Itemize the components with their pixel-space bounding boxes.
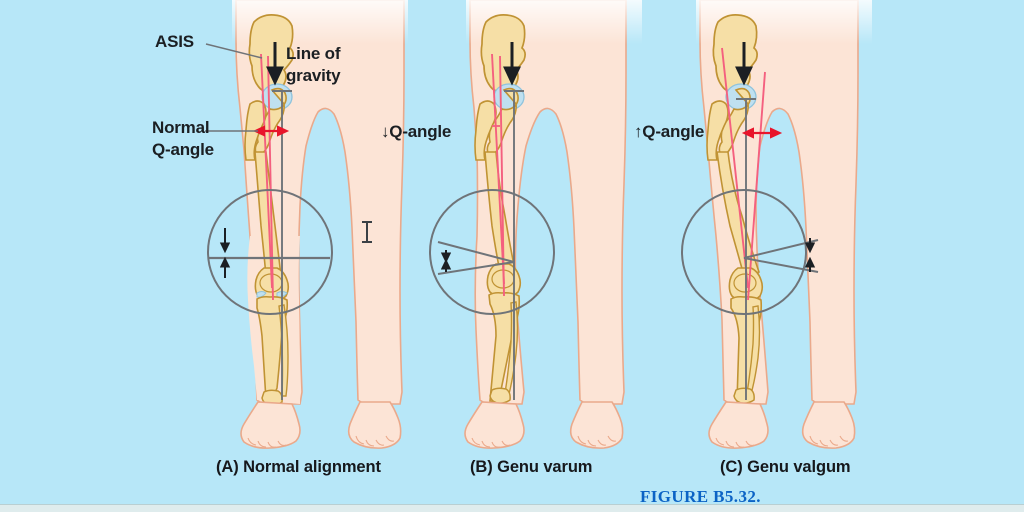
panel-a-normal-alignment	[205, 0, 408, 449]
knee-detail-circle-a	[207, 189, 333, 315]
right-toes-b	[577, 435, 617, 447]
normal-q-angle-label-line2: Q-angle	[152, 140, 214, 159]
figure-number-caption: FIGURE B5.32.	[640, 487, 761, 506]
asis-leader-line	[205, 43, 263, 59]
right-foot-c	[801, 401, 856, 449]
bottom-border-strip	[0, 504, 1024, 512]
right-toes-a	[355, 435, 395, 447]
decreased-q-angle-label: ↓Q-angle	[381, 122, 452, 141]
normal-q-angle-label-line1: Normal	[152, 118, 210, 137]
right-foot-b	[569, 401, 624, 449]
panel-caption-a: (A) Normal alignment	[216, 458, 381, 476]
q-line-asis-patella-c	[721, 47, 749, 289]
valgum-angle-line-lower-c	[743, 257, 819, 273]
right-toes-c	[809, 435, 849, 447]
q-line-asis-patella-b	[491, 53, 505, 285]
increased-q-angle-label: ↑Q-angle	[634, 122, 705, 141]
knee-detail-circle-b	[429, 189, 555, 315]
left-foot-c	[708, 401, 769, 449]
varum-angle-line-upper-b	[437, 241, 515, 263]
panel-caption-c: (C) Genu valgum	[720, 458, 851, 476]
left-foot-b	[464, 401, 525, 449]
greater-trochanter-c	[706, 100, 729, 161]
q-line-asis-patella-a	[260, 53, 273, 289]
caliper-marker-a	[362, 221, 372, 243]
left-toes-b	[471, 437, 511, 448]
left-toes-a	[247, 437, 287, 448]
q-line-patella-tubercle-b	[499, 55, 505, 297]
ankle-bone-c	[733, 387, 755, 404]
line-of-gravity-label-line2: gravity	[286, 66, 341, 85]
left-toes-c	[715, 437, 755, 448]
q-line-patella-tubercle-c	[747, 71, 766, 301]
patella-c	[733, 273, 757, 293]
varum-angle-line-lower-b	[437, 261, 515, 275]
ankle-bone-b	[489, 387, 511, 404]
asis-label: ASIS	[155, 32, 194, 51]
knee-joint-medial-a	[256, 291, 267, 298]
panel-c-genu-valgum	[681, 0, 872, 449]
right-foot-a	[347, 401, 402, 449]
line-of-gravity-label-line1: Line of	[286, 44, 341, 63]
left-foot-a	[240, 401, 301, 449]
q-line-patella-tubercle-a	[267, 55, 274, 301]
femoral-head-c	[718, 87, 751, 155]
femoral-head-b	[486, 87, 519, 155]
panel-b-genu-varum	[429, 0, 642, 449]
panel-caption-b: (B) Genu varum	[470, 458, 593, 476]
